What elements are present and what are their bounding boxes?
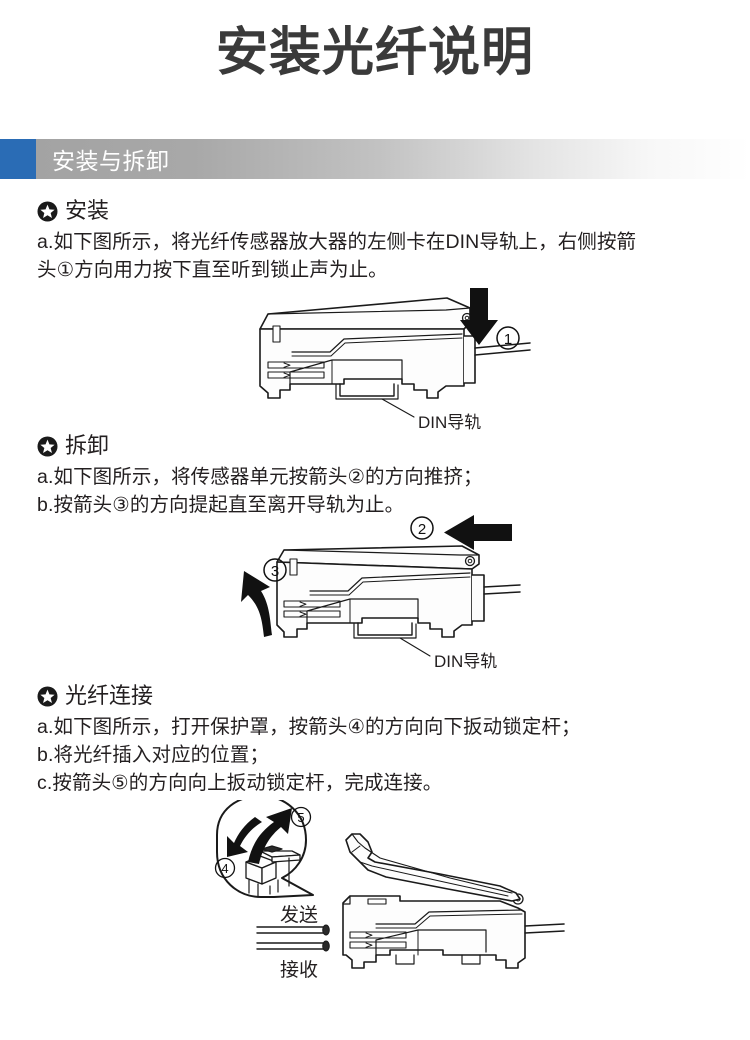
block-removal: 拆卸 a.如下图所示，将传感器单元按箭头②的方向推挤； b.按箭头③的方向提起直… bbox=[37, 433, 727, 519]
marker-circle-3 bbox=[263, 558, 287, 582]
svg-text:2: 2 bbox=[418, 521, 426, 538]
block-fiber-line-b: b.将光纤插入对应的位置； bbox=[37, 744, 270, 766]
section-accent-tab bbox=[0, 139, 36, 179]
block-fiber-line-a: a.如下图所示，打开保护罩，按箭头④的方向向下扳动锁定杆； bbox=[37, 716, 581, 738]
block-fiber-connection-title: 光纤连接 bbox=[65, 683, 154, 708]
star-bullet-icon bbox=[37, 686, 58, 706]
arrow-5-glyph bbox=[248, 808, 292, 864]
block-fiber-connection-heading: 光纤连接 bbox=[37, 683, 727, 709]
block-install-line-a: a.如下图所示，将光纤传感器放大器的左侧卡在DIN导轨上，右侧按箭 bbox=[37, 231, 637, 253]
marker-circle-1 bbox=[496, 326, 520, 350]
removal-diagram: 2 3 DIN导轨 bbox=[222, 515, 522, 685]
fiber-transmit-caption: 发送 bbox=[280, 905, 319, 926]
install-din-rail-caption: DIN导轨 bbox=[418, 413, 482, 432]
arrow-3-glyph bbox=[241, 571, 272, 637]
block-install-title: 安装 bbox=[65, 198, 110, 223]
block-fiber-line-c: c.按箭头⑤的方向向上扳动锁定杆，完成连接。 bbox=[37, 772, 443, 794]
block-install-line-a2: 头①方向用力按下直至听到锁止声为止。 bbox=[37, 259, 388, 281]
block-removal-line-a: a.如下图所示，将传感器单元按箭头②的方向推挤； bbox=[37, 466, 483, 488]
block-removal-body: a.如下图所示，将传感器单元按箭头②的方向推挤； b.按箭头③的方向提起直至离开… bbox=[37, 463, 727, 519]
marker-circle-4 bbox=[214, 857, 236, 879]
svg-text:1: 1 bbox=[504, 331, 512, 348]
page-title: 安装光纤说明 bbox=[215, 24, 534, 82]
fiber-receive-caption: 接收 bbox=[280, 960, 319, 981]
svg-text:4: 4 bbox=[221, 861, 228, 876]
fiber-connection-diagram: 4 5 发送 接收 bbox=[200, 795, 565, 1015]
block-fiber-connection-body: a.如下图所示，打开保护罩，按箭头④的方向向下扳动锁定杆； b.将光纤插入对应的… bbox=[37, 713, 727, 797]
fiber-connection-diagram-drawing: 4 5 bbox=[214, 795, 565, 969]
block-removal-heading: 拆卸 bbox=[37, 433, 727, 459]
block-removal-title: 拆卸 bbox=[65, 433, 110, 458]
arrow-1-glyph bbox=[460, 288, 498, 345]
section-header-gradient: 安装与拆卸 bbox=[36, 139, 750, 179]
marker-circle-2 bbox=[410, 516, 434, 540]
removal-diagram-drawing: 2 3 bbox=[241, 515, 521, 657]
marker-circle-5 bbox=[290, 806, 312, 828]
block-removal-line-b: b.按箭头③的方向提起直至离开导轨为止。 bbox=[37, 494, 405, 516]
svg-text:3: 3 bbox=[271, 563, 279, 580]
block-install-body: a.如下图所示，将光纤传感器放大器的左侧卡在DIN导轨上，右侧按箭 头①方向用力… bbox=[37, 228, 727, 284]
block-install: 安装 a.如下图所示，将光纤传感器放大器的左侧卡在DIN导轨上，右侧按箭 头①方… bbox=[37, 198, 727, 284]
install-diagram: 1 DIN导轨 bbox=[232, 286, 532, 436]
arrow-4-glyph bbox=[227, 817, 262, 857]
star-bullet-icon bbox=[37, 436, 58, 456]
install-diagram-drawing: 1 bbox=[259, 288, 531, 418]
svg-text:5: 5 bbox=[297, 810, 304, 825]
block-install-heading: 安装 bbox=[37, 198, 727, 224]
arrow-2-glyph bbox=[444, 515, 512, 550]
section-header-bar: 安装与拆卸 bbox=[0, 139, 750, 179]
section-header-label: 安装与拆卸 bbox=[52, 148, 170, 174]
star-bullet-icon bbox=[37, 201, 58, 221]
removal-din-rail-caption: DIN导轨 bbox=[434, 652, 498, 671]
block-fiber-connection: 光纤连接 a.如下图所示，打开保护罩，按箭头④的方向向下扳动锁定杆； b.将光纤… bbox=[37, 683, 727, 797]
